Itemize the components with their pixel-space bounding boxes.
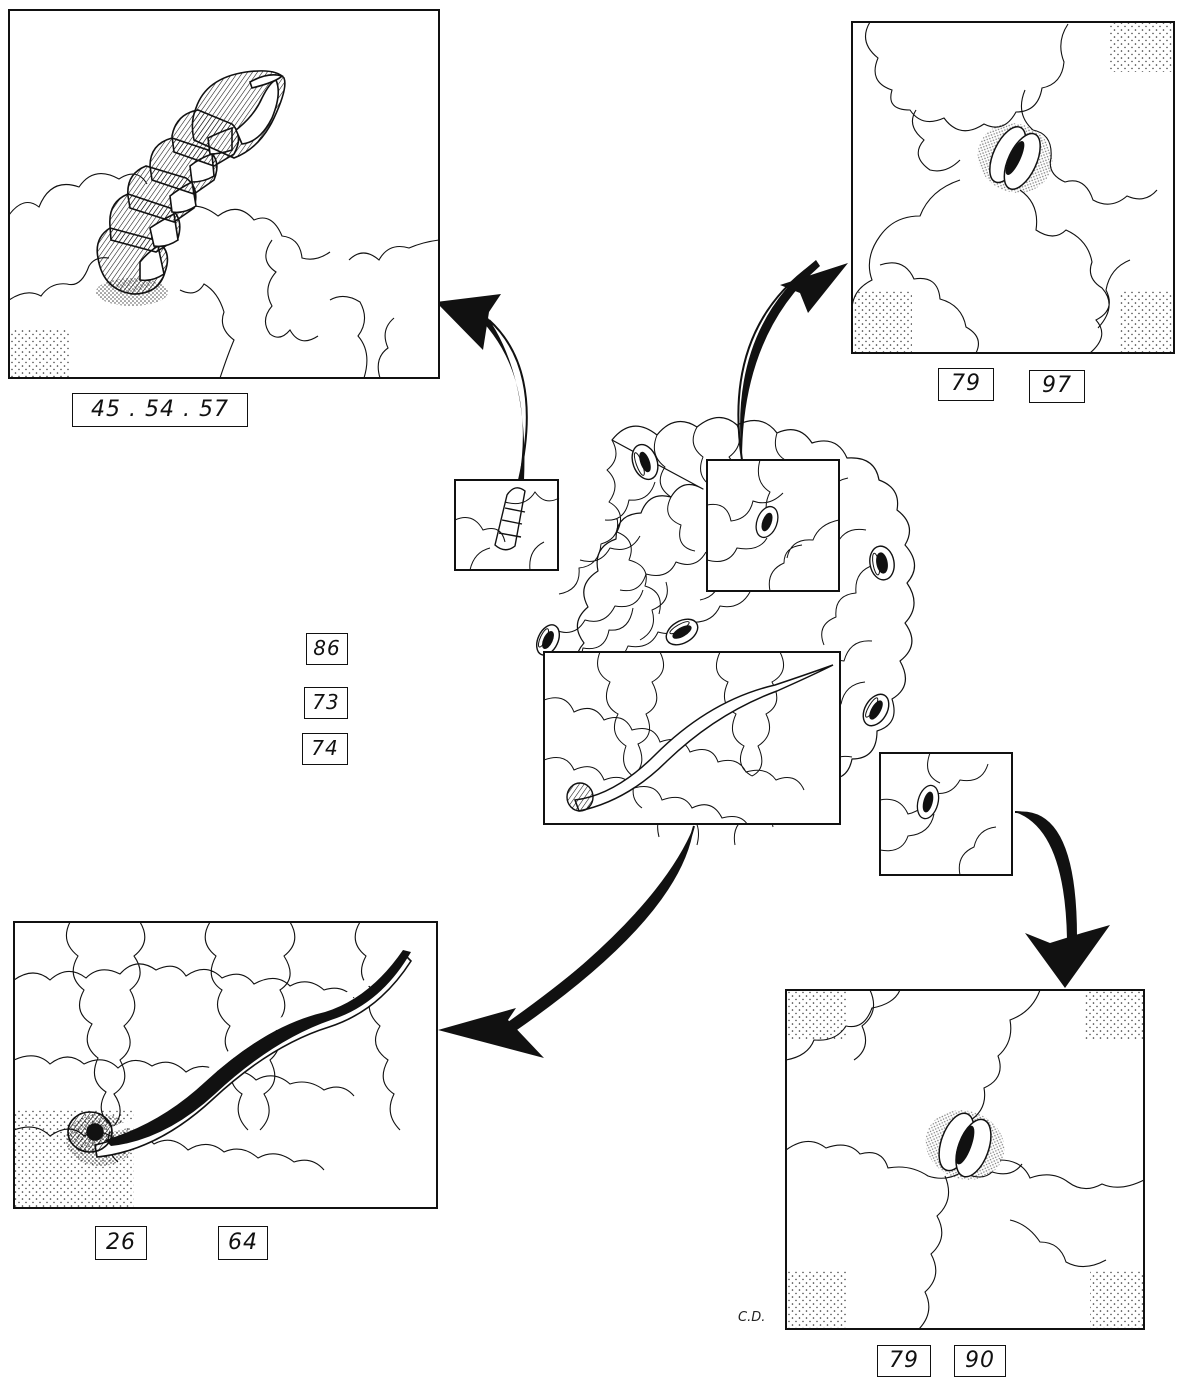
ref-label-bottom-right-2: 90 <box>954 1345 1006 1377</box>
ref-label-side-3: 74 <box>302 733 348 765</box>
stoma-icon <box>631 443 659 481</box>
stoma-icon <box>665 618 699 646</box>
mini-long-hair <box>573 664 834 812</box>
stoma-icon <box>869 545 895 581</box>
central-stomata <box>535 443 895 727</box>
trichome-tip <box>191 70 286 159</box>
stoma-box-top <box>706 459 840 592</box>
magnification-boxes <box>454 459 1013 876</box>
guard-cell-right <box>1003 132 1041 190</box>
stoma-illustration <box>977 123 1053 193</box>
ref-label-side-2: 73 <box>304 687 348 719</box>
arrow-to-top-left <box>436 294 528 481</box>
ref-label-bottom-left-2: 64 <box>218 1226 268 1260</box>
artist-signature: C.D. <box>738 1310 766 1325</box>
mini-trichome <box>494 487 526 551</box>
hair-shadow <box>105 950 411 1146</box>
stoma-icon <box>535 624 561 656</box>
panel-top-right <box>851 21 1175 354</box>
trichome-illustration <box>96 70 286 306</box>
stoma-box-right <box>879 752 1013 876</box>
long-hair-illustration <box>66 946 413 1166</box>
stomatal-pore <box>955 1125 975 1165</box>
stoma-icon <box>862 693 890 727</box>
arrows <box>436 260 1110 1058</box>
trichome-box <box>454 479 560 571</box>
arrow-to-top-right <box>737 260 848 461</box>
ref-label-side-1: 86 <box>306 633 348 665</box>
arrow-to-bottom-left <box>438 825 695 1058</box>
arrow-to-bottom-right <box>1014 811 1110 988</box>
ref-label-top-right-1: 79 <box>938 368 994 401</box>
panel-bottom-right <box>785 989 1145 1330</box>
panel-top-left <box>8 9 440 379</box>
ref-label-bottom-left-1: 26 <box>95 1226 147 1260</box>
long-hair-box <box>543 651 841 825</box>
stoma-illustration-2 <box>925 1110 1005 1180</box>
ref-label-top-right-2: 97 <box>1029 370 1085 403</box>
ref-label-top-left: 45 . 54 . 57 <box>72 393 248 427</box>
panel-bottom-left <box>13 921 438 1209</box>
stomatal-pore <box>1005 141 1025 175</box>
ref-label-bottom-right-1: 79 <box>877 1345 931 1377</box>
mini-hair-base <box>566 782 594 812</box>
